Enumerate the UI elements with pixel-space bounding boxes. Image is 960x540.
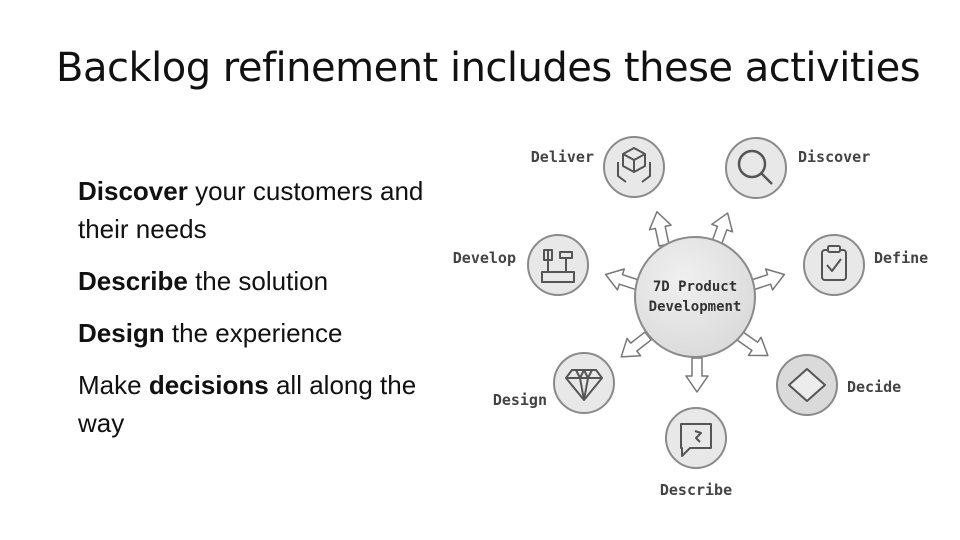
diamond-icon: [788, 368, 826, 402]
node-decide: Decide: [776, 354, 901, 416]
arrow-design: [620, 331, 652, 358]
arrow-define: [749, 268, 786, 291]
center-node: 7D Product Development: [634, 236, 756, 358]
node-design: Design: [493, 352, 615, 414]
label-deliver: Deliver: [531, 148, 594, 166]
speech-bubble-icon: [680, 423, 712, 457]
7d-product-development-diagram: 7D Product Development Deliver Discover …: [453, 136, 928, 499]
label-discover: Discover: [798, 148, 870, 166]
node-describe: Describe: [660, 407, 732, 499]
slide-title: Backlog refinement includes these activi…: [56, 45, 921, 91]
center-label-line1: 7D Product: [653, 279, 737, 295]
arrow-decide: [736, 331, 769, 357]
bullet-list: Discover your customers and their needs …: [78, 172, 428, 456]
bullet-discover: Discover your customers and their needs: [78, 176, 424, 244]
node-discover: Discover: [725, 137, 870, 199]
arrow-describe: [685, 357, 709, 393]
arrows: [604, 210, 786, 393]
clipboard-check-icon: [821, 245, 847, 281]
label-describe: Describe: [660, 481, 732, 499]
gem-icon: [565, 369, 603, 401]
label-define: Define: [874, 249, 928, 267]
bullet-decisions: Make decisions all along the way: [78, 370, 417, 438]
bullet-describe: Describe the solution: [78, 266, 329, 296]
node-develop: Develop: [453, 234, 589, 296]
box-in-hands-icon: [617, 147, 651, 183]
node-deliver: Deliver: [531, 136, 665, 198]
label-decide: Decide: [847, 378, 901, 396]
bullet-design: Design the experience: [78, 318, 343, 348]
tools-icon: [541, 249, 575, 283]
node-define: Define: [803, 234, 928, 296]
label-design: Design: [493, 391, 547, 409]
arrow-deliver: [648, 210, 672, 247]
magnifier-icon: [737, 149, 773, 185]
center-label-line2: Development: [649, 299, 742, 315]
label-develop: Develop: [453, 249, 516, 267]
